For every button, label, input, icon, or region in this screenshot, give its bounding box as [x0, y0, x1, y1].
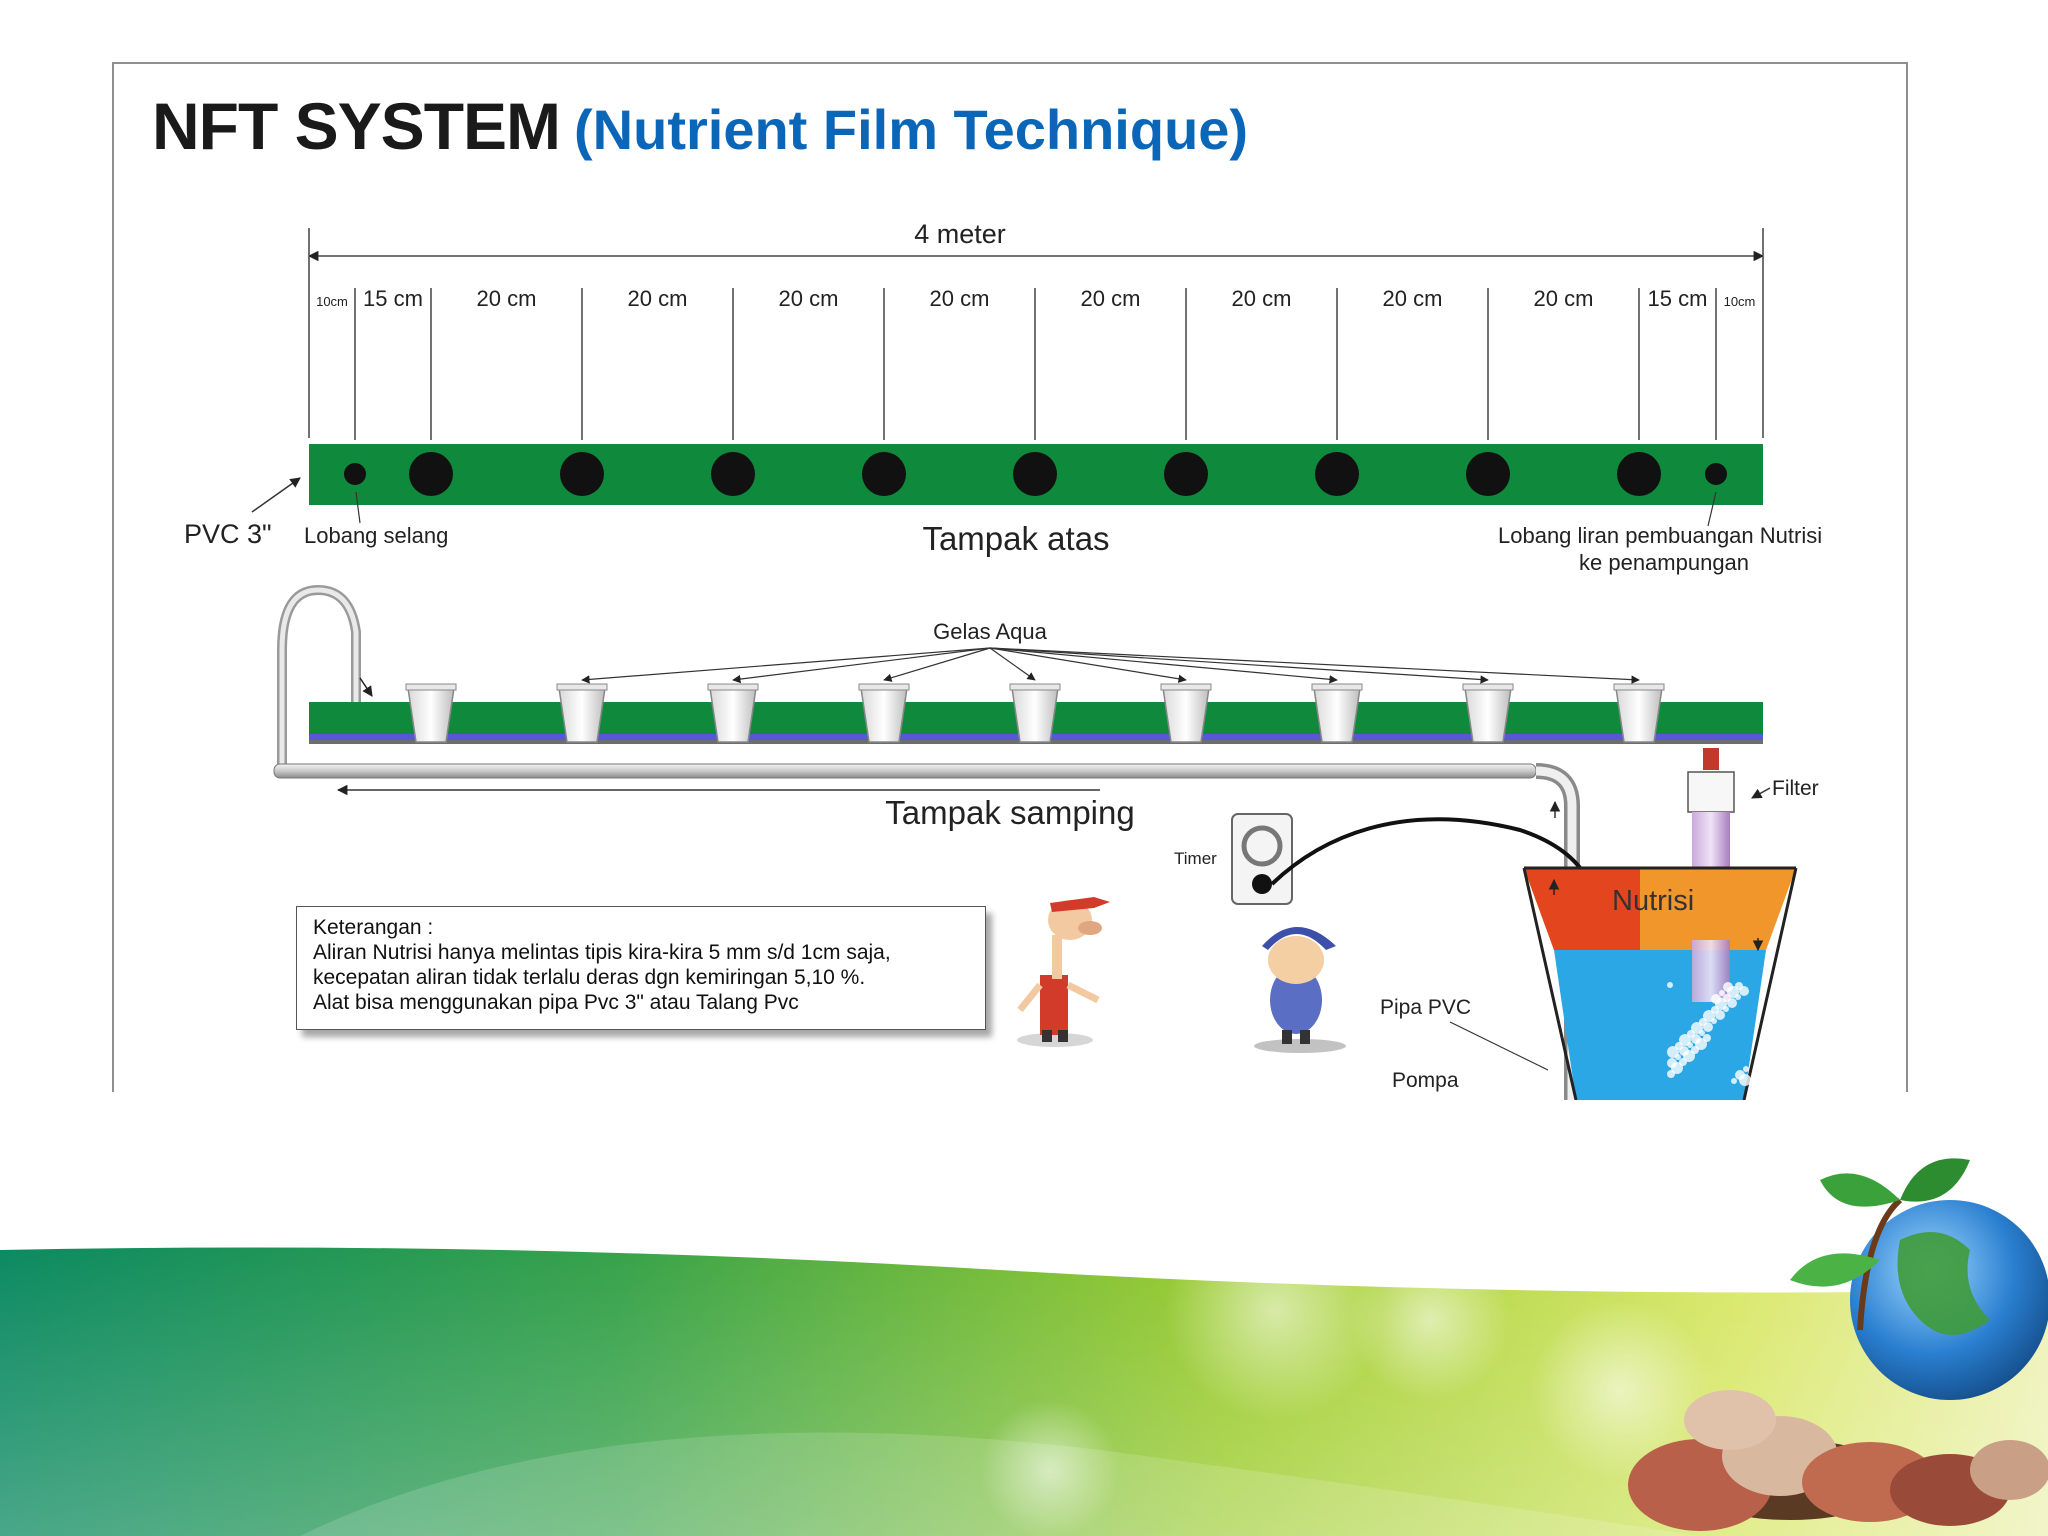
note-heading: Keterangan : — [313, 916, 434, 939]
top-view-holes — [344, 452, 1727, 496]
dimension-lines — [307, 228, 1765, 440]
hose-hole-pointer — [355, 491, 361, 524]
total-length-label: 4 meter — [914, 219, 1006, 249]
tank-water — [1554, 950, 1766, 1100]
bubble — [1711, 994, 1721, 1004]
segment-label: 15 cm — [363, 286, 423, 311]
bokeh-light — [1165, 1200, 1385, 1420]
nft-diagram: 4 meter 10cm 15 cm 20 cm 20 cm 20 cm 20 cm 20 … — [184, 219, 1822, 1100]
air-bubbles — [1667, 982, 1751, 1086]
bubble — [1735, 1070, 1745, 1080]
bubble — [1723, 982, 1733, 992]
top-view-caption: Tampak atas — [922, 520, 1109, 557]
bubble — [1667, 982, 1673, 988]
cup-pointer — [989, 647, 1187, 683]
bubble — [1719, 990, 1725, 996]
segment-label: 20 cm — [1081, 286, 1141, 311]
aqua-cup — [1615, 687, 1663, 743]
cup-pointer — [989, 647, 1036, 681]
title-main: NFT SYSTEM — [152, 89, 561, 163]
aqua-cup — [1313, 687, 1361, 743]
cup-pointer — [989, 647, 1338, 684]
pipe-hole — [1013, 452, 1057, 496]
segment-label: 20 cm — [1383, 286, 1443, 311]
seedling-globe-illustration — [1628, 1158, 2048, 1531]
aqua-cup — [558, 687, 606, 743]
pipe-hole — [1164, 452, 1208, 496]
segment-label: 10cm — [1724, 294, 1756, 309]
pipe-label: Pipa PVC — [1380, 996, 1471, 1019]
cartoon-man-figure — [1017, 897, 1110, 1047]
bubble — [1703, 1010, 1715, 1022]
bubble — [1731, 1078, 1737, 1084]
drain-pointer — [1707, 491, 1717, 527]
segment-label: 20 cm — [779, 286, 839, 311]
pvc-label: PVC 3" — [184, 519, 272, 549]
pipe-hole — [1617, 452, 1661, 496]
tank-label: Nutrisi — [1612, 885, 1694, 917]
inlet-hose — [277, 584, 361, 777]
pipe-hole — [344, 463, 366, 485]
bubble — [1691, 1022, 1703, 1034]
note-box: Keterangan : Aliran Nutrisi hanya melint… — [296, 906, 986, 1030]
cup-pointer — [732, 647, 991, 684]
aqua-cup — [1162, 687, 1210, 743]
pipe-hole — [711, 452, 755, 496]
segment-label: 20 cm — [1534, 286, 1594, 311]
pipe-hole — [1315, 452, 1359, 496]
segment-label: 10cm — [316, 294, 348, 309]
aqua-cup — [1011, 687, 1059, 743]
filter-valve — [1703, 748, 1719, 770]
cups-label: Gelas Aqua — [933, 619, 1048, 644]
aqua-cup — [407, 687, 455, 743]
return-pipe — [273, 763, 1537, 779]
title-sub: (Nutrient Film Technique) — [574, 98, 1249, 161]
cartoon-boy-figure — [1254, 927, 1346, 1053]
hose-hole-label: Lobang selang — [304, 523, 448, 548]
aqua-cups — [405, 683, 1665, 743]
filter-label: Filter — [1772, 777, 1819, 800]
drain-label-line1: Lobang liran pembuangan Nutrisi — [1498, 523, 1822, 548]
segment-labels: 10cm 15 cm 20 cm 20 cm 20 cm 20 cm 20 cm 20 cm 2… — [316, 286, 1755, 311]
note-line-3: Alat bisa menggunakan pipa Pvc 3" atau T… — [313, 991, 799, 1014]
bubble — [1667, 1046, 1679, 1058]
filter-housing — [1687, 771, 1735, 813]
segment-label: 20 cm — [930, 286, 990, 311]
segment-label: 20 cm — [628, 286, 688, 311]
pump-label: Pompa — [1392, 1069, 1459, 1092]
bubble — [1679, 1034, 1691, 1046]
segment-label: 20 cm — [1232, 286, 1292, 311]
pipe-hole — [409, 452, 453, 496]
drain-label-line2: ke penampungan — [1579, 550, 1749, 575]
aqua-cup — [709, 687, 757, 743]
bubble — [1667, 1058, 1677, 1068]
bubble — [1667, 1070, 1675, 1078]
bubble — [1743, 1066, 1749, 1072]
timer-label: Timer — [1174, 849, 1217, 868]
cup-pointers — [581, 647, 1640, 684]
cup-pointer — [989, 647, 1640, 684]
slide-title: NFT SYSTEM(Nutrient Film Technique) — [152, 88, 1248, 164]
cup-pointer — [883, 647, 991, 682]
pvc-pointer — [251, 477, 301, 513]
cup-pointer — [989, 647, 1489, 684]
segment-label: 20 cm — [477, 286, 537, 311]
aqua-cup — [1464, 687, 1512, 743]
decorative-footer — [0, 1158, 2048, 1536]
segment-label: 15 cm — [1648, 286, 1708, 311]
pipe-hole — [1705, 463, 1727, 485]
aqua-cup — [860, 687, 908, 743]
note-line-1: Aliran Nutrisi hanya melintas tipis kira… — [313, 941, 891, 964]
note-line-2: kecepatan aliran tidak terlalu deras dgn… — [313, 966, 866, 989]
pipe-hole — [862, 452, 906, 496]
pipe-hole — [560, 452, 604, 496]
cup-pointer — [581, 647, 991, 684]
side-view-caption: Tampak samping — [885, 794, 1134, 831]
pipe-hole — [1466, 452, 1510, 496]
